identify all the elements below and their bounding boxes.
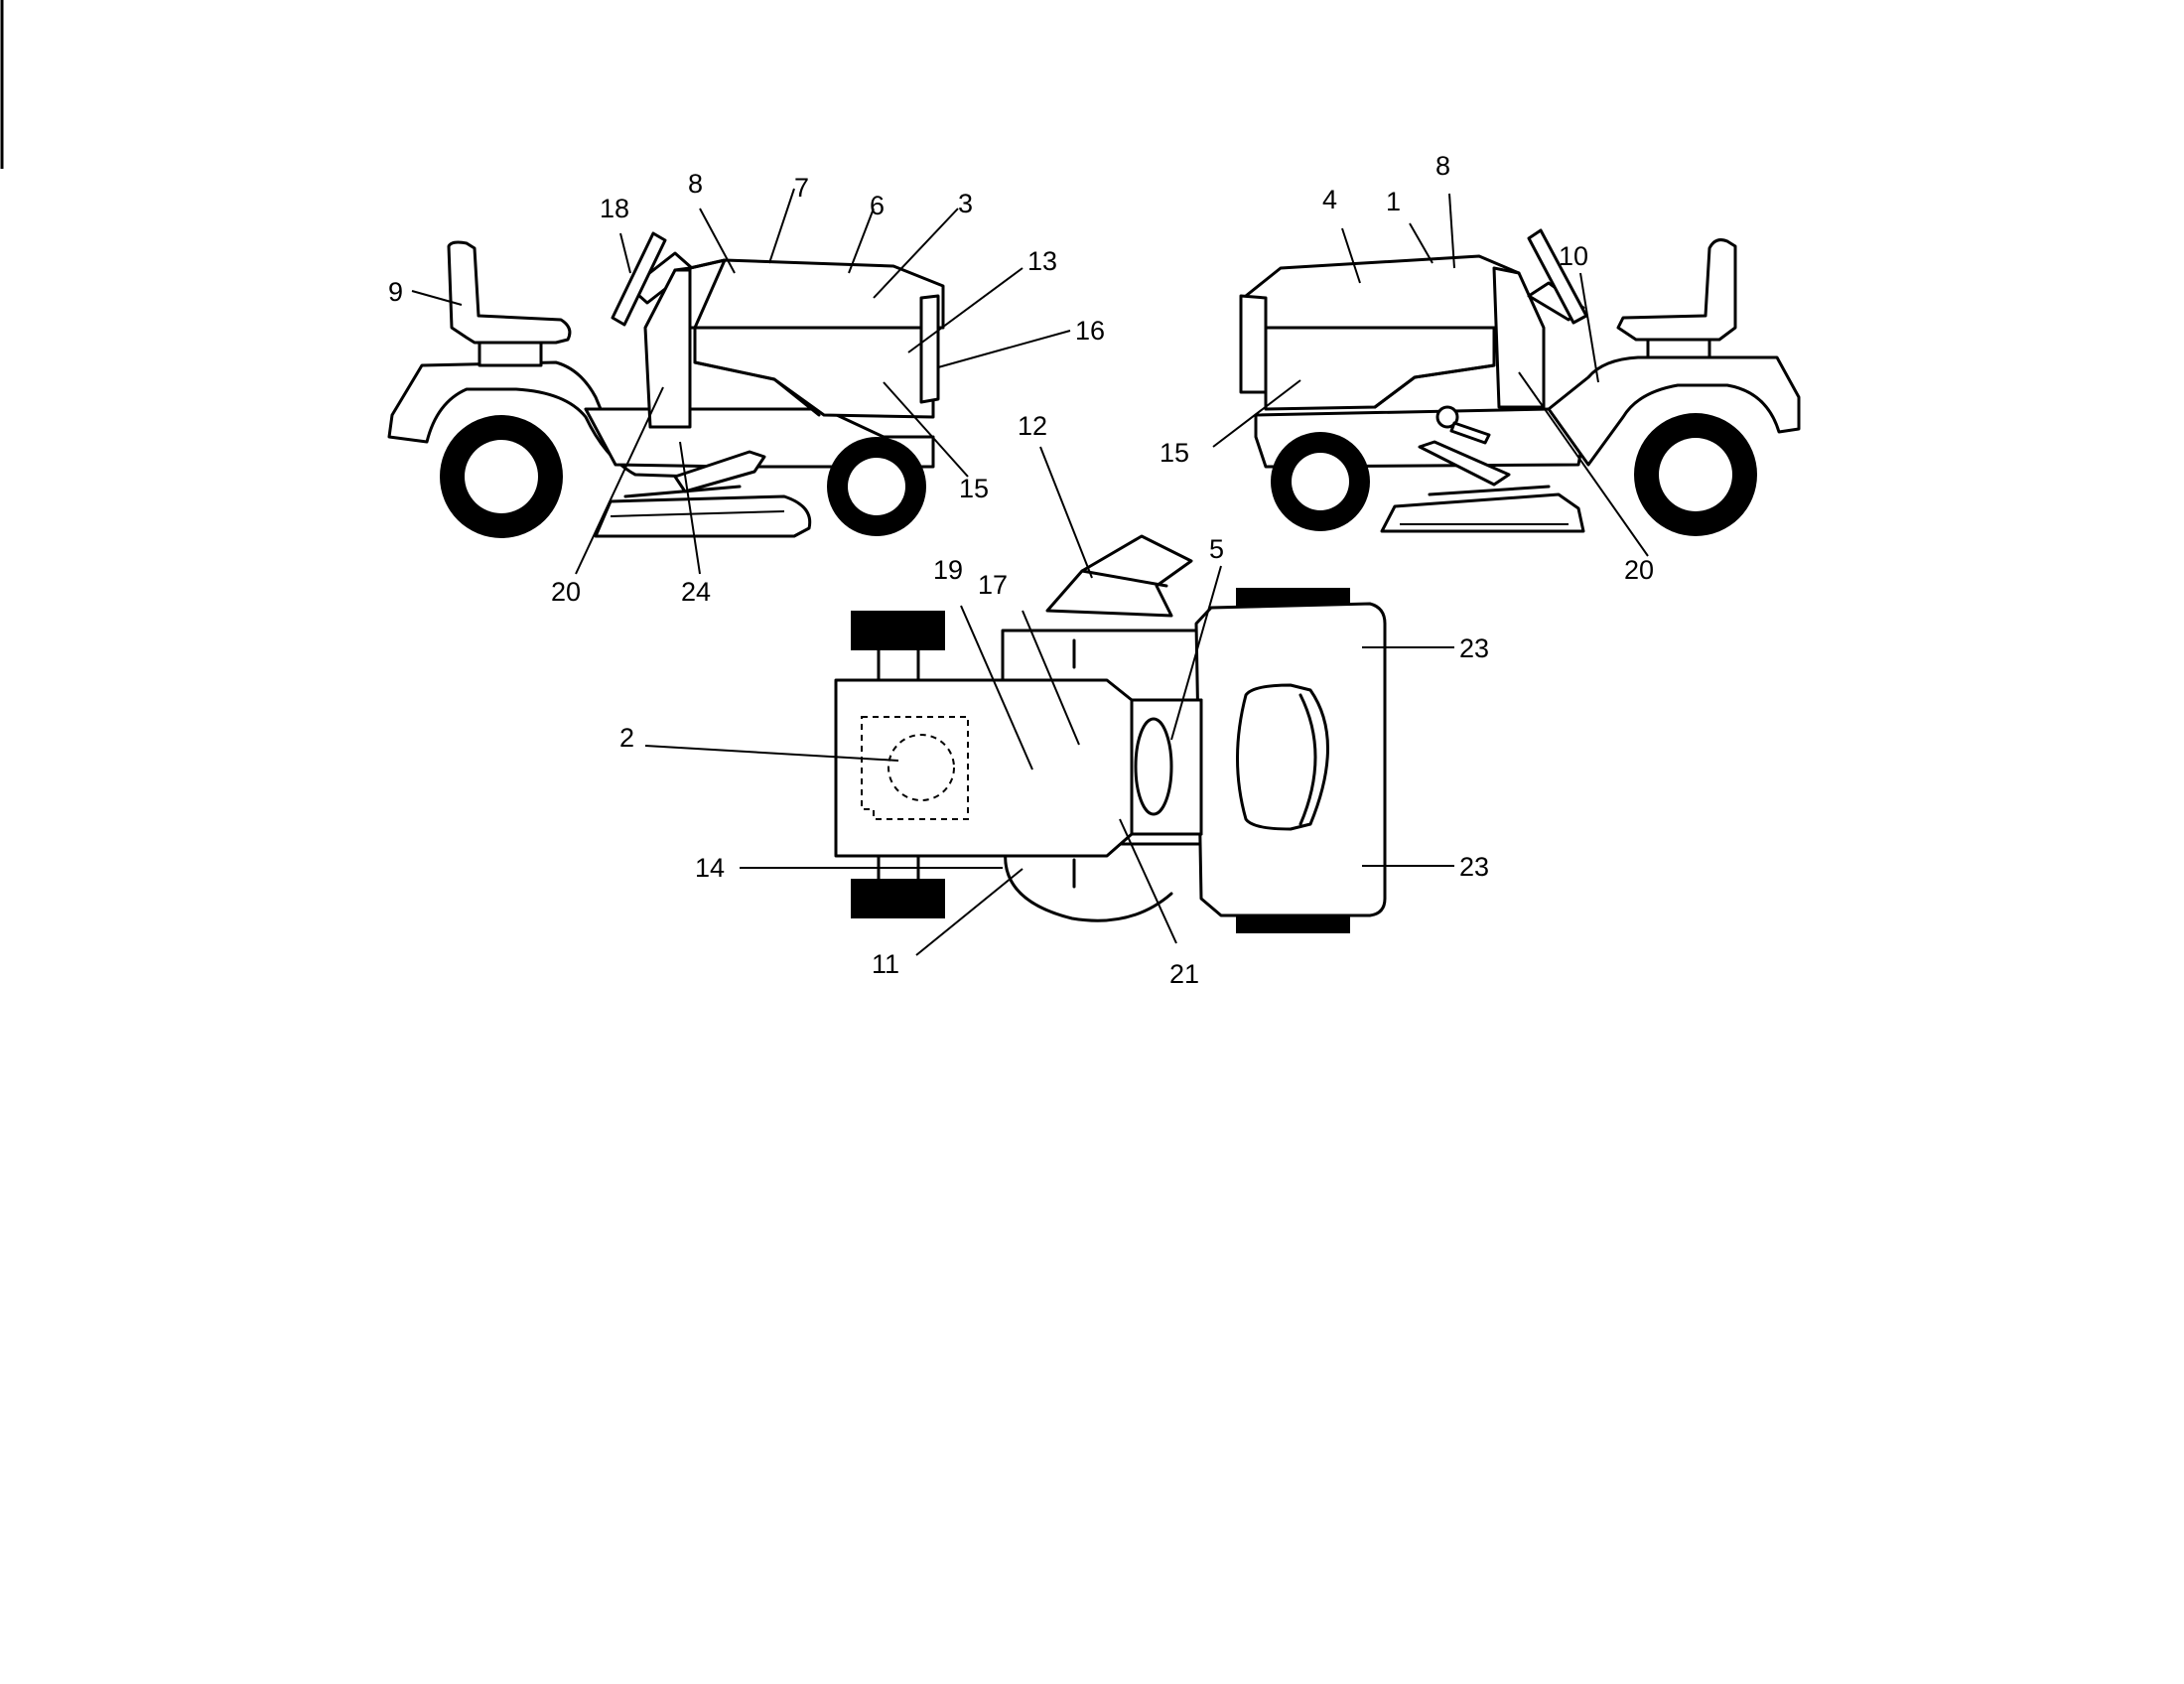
callout-16: 16 — [1075, 316, 1105, 346]
callout-19: 19 — [933, 555, 963, 585]
callout-20-left: 20 — [551, 577, 581, 607]
callout-17: 17 — [978, 570, 1008, 600]
callout-24: 24 — [681, 577, 711, 607]
callout-9: 9 — [388, 277, 403, 307]
tractor-left-view — [387, 231, 945, 538]
callout-3: 3 — [958, 189, 973, 218]
callout-13: 13 — [1027, 246, 1057, 276]
callout-10: 10 — [1559, 241, 1588, 271]
callout-5: 5 — [1209, 534, 1224, 564]
tractor-right-view — [1239, 228, 1801, 536]
callout-15-right: 15 — [1160, 438, 1189, 468]
callout-4: 4 — [1322, 185, 1337, 214]
tractor-top-view — [834, 534, 1387, 933]
callout-8: 8 — [688, 169, 703, 199]
callout-18: 18 — [600, 194, 629, 223]
leader-lines — [411, 188, 1649, 956]
callout-14: 14 — [695, 853, 725, 883]
callout-labels: 9 18 8 7 6 3 13 16 15 20 24 4 1 8 10 15 … — [388, 151, 1654, 989]
callout-15-left: 15 — [959, 474, 989, 503]
callout-23-bottom: 23 — [1459, 852, 1489, 882]
callout-2: 2 — [619, 723, 634, 753]
callout-1: 1 — [1386, 187, 1401, 216]
callout-12: 12 — [1018, 411, 1047, 441]
callout-21: 21 — [1169, 959, 1199, 989]
callout-20-right: 20 — [1624, 555, 1654, 585]
callout-7: 7 — [794, 173, 809, 203]
callout-23-top: 23 — [1459, 633, 1489, 663]
callout-11: 11 — [872, 949, 899, 979]
callout-6: 6 — [870, 191, 885, 220]
callout-8-right: 8 — [1435, 151, 1450, 181]
